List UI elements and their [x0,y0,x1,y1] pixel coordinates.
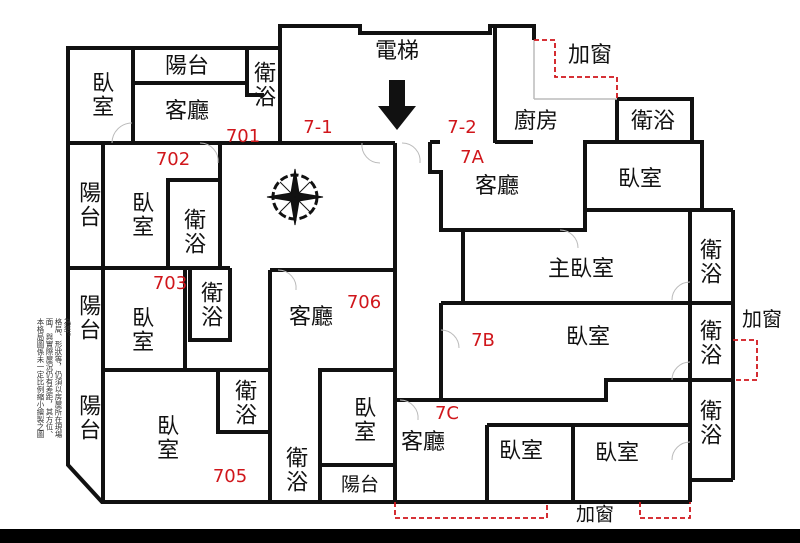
room-7a-kitchen: 廚房 [513,108,559,134]
room-7a-bath: 衛浴 [630,108,676,134]
room-701-balcony: 陽台 [164,53,210,79]
unit-703-number: 703 [152,273,188,295]
walls [66,24,735,504]
room-702-bath: 衛浴 [180,208,206,256]
room-706-living: 客廳 [288,304,334,330]
room-701-bath: 衛浴 [250,61,276,109]
room-703-balcony: 陽台 [75,294,101,342]
room-706-bath: 衛浴 [282,446,308,494]
room-703-bedroom: 臥室 [128,306,154,354]
room-7b-bedroom: 臥室 [565,324,611,350]
room-7a-bedroom: 臥室 [617,166,663,192]
unit-706-number: 706 [346,292,382,314]
room-706-balcony: 陽台 [340,473,380,496]
bottom-border [0,529,800,543]
unit-701-number: 701 [225,126,261,148]
room-7b-master-bath: 衛浴 [696,238,722,286]
unit-705-number: 705 [212,466,248,488]
room-701-living: 客廳 [164,98,210,124]
unit-7a-number: 7A [460,147,484,169]
window-add-7b: 加窗 [742,307,782,331]
added-window-marks [394,39,758,519]
window-add-7a: 加窗 [567,42,613,68]
room-7c-bedroom-2: 臥室 [594,440,640,466]
elevator-arrow-icon [378,80,416,130]
room-7b-master-bedroom: 主臥室 [547,256,615,282]
room-7c-bedroom-1: 臥室 [498,438,544,464]
compass-icon [266,168,324,226]
room-7c-bath: 衛浴 [696,399,722,447]
window-add-7c: 加窗 [575,503,615,526]
corridor-7-2: 7-2 [447,117,477,139]
room-703-bath: 衛浴 [197,281,223,329]
disclaimer-note: 本格局圖係未一定比例縮小繪製之圖面，與實際屋況仍有差距，其方位、格局、形狀等，仍… [36,318,72,438]
room-7b-bath: 衛浴 [696,319,722,367]
elevator-label: 電梯 [374,38,420,64]
room-701-bedroom: 臥室 [88,71,114,119]
room-705-bedroom: 臥室 [153,414,179,462]
room-705-bath: 衛浴 [231,379,257,427]
windows [533,40,617,100]
room-702-bedroom: 臥室 [128,191,154,239]
door-swings [111,122,691,461]
corridor-7-1: 7-1 [303,117,333,139]
room-706-bedroom: 臥室 [350,396,376,444]
room-7c-living: 客廳 [400,429,446,455]
unit-702-number: 702 [155,149,191,171]
room-702-balcony: 陽台 [75,181,101,229]
room-7a-living: 客廳 [474,173,520,199]
unit-7b-number: 7B [471,330,495,352]
unit-7c-number: 7C [434,403,460,425]
room-705-balcony: 陽台 [75,394,101,442]
